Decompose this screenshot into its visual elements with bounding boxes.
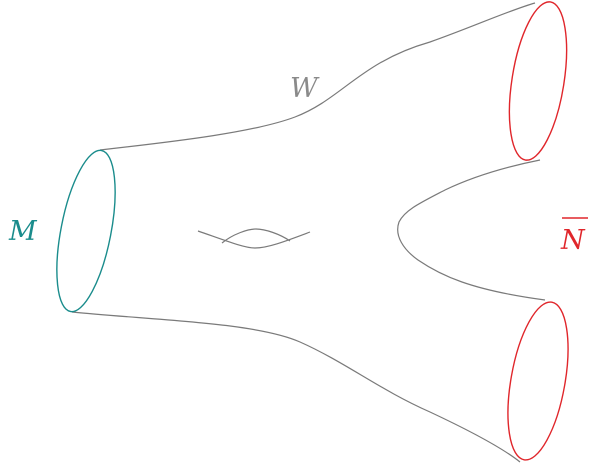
hole-lower-curve <box>198 231 310 248</box>
label-w: W <box>290 73 320 104</box>
label-n: N <box>560 225 586 256</box>
surface-bottom-edge <box>72 312 520 462</box>
label-n-bar: N <box>560 218 588 256</box>
boundary-n-bottom-circle <box>498 298 579 465</box>
boundary-n-top-circle <box>500 0 576 164</box>
genus-hole <box>198 229 310 248</box>
boundary-m-circle <box>46 146 126 317</box>
hole-upper-curve <box>222 229 290 243</box>
surface-crotch-edge <box>398 160 545 300</box>
label-m: M <box>8 216 38 247</box>
